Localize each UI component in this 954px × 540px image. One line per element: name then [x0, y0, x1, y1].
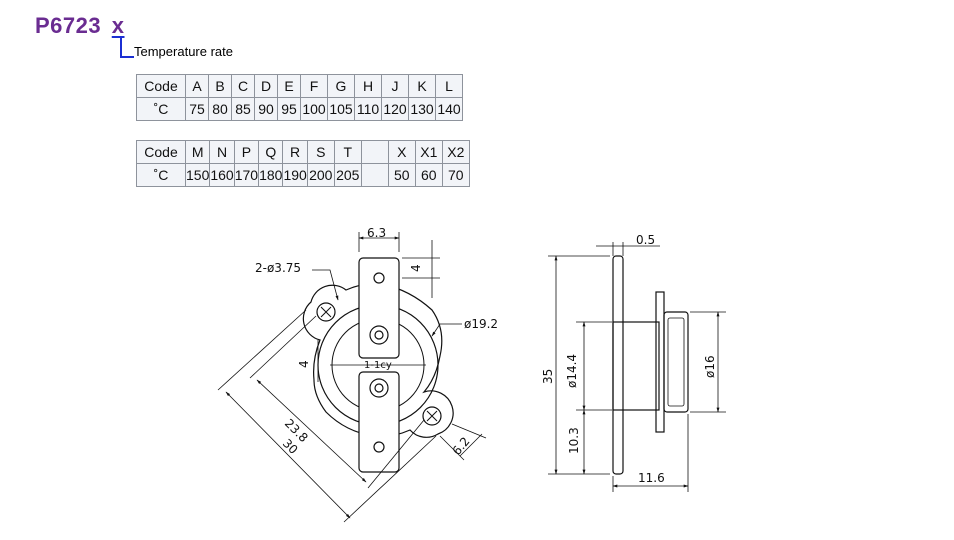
side-body	[612, 321, 660, 411]
row-label: Code	[136, 74, 186, 98]
code-cell: K	[408, 74, 436, 98]
code-cell: R	[282, 140, 308, 164]
temp-cell: 120	[381, 97, 409, 121]
temp-cell: 70	[441, 163, 470, 187]
temperature-code-table-2: Code M N P Q R S T X X1 X2 ˚C 150 160 17…	[136, 140, 470, 187]
temp-cell: 200	[306, 163, 335, 187]
temp-cell: 150	[184, 163, 211, 187]
temp-cell: 140	[435, 97, 463, 121]
dim-dome-dia: ø19.2	[464, 317, 498, 331]
terminal-bottom	[358, 371, 400, 473]
temp-row: ˚C 150 160 170 180 190 200 205 50 60 70	[136, 163, 470, 187]
side-view	[548, 242, 726, 492]
temp-cell: 75	[185, 97, 209, 121]
code-cell: L	[435, 74, 463, 98]
suffix-bracket	[120, 38, 134, 58]
temp-cell: 130	[408, 97, 436, 121]
mounting-hole-bottom	[422, 406, 442, 426]
code-cell: M	[184, 140, 211, 164]
dim-bottom: 10.3	[567, 427, 581, 454]
code-cell: J	[381, 74, 409, 98]
code-row: Code A B C D E F G H J K L	[136, 74, 463, 98]
dim-depth: 11.6	[638, 471, 665, 485]
dim-flange-width: 6.2	[450, 434, 473, 458]
dim-body-dia: ø14.4	[565, 354, 579, 388]
dim-hole-offset: 4	[409, 264, 423, 272]
temp-row: ˚C 75 80 85 90 95 100 105 110 120 130 14…	[136, 97, 463, 121]
row-label: ˚C	[136, 163, 186, 187]
temp-cell: 80	[208, 97, 232, 121]
dim-center-offset: 4	[297, 360, 311, 368]
mounting-hole-top	[316, 302, 336, 322]
temp-cell: 170	[233, 163, 260, 187]
temp-cell: 105	[327, 97, 355, 121]
dim-tab-width: 6.3	[367, 226, 386, 240]
code-row: Code M N P Q R S T X X1 X2	[136, 140, 470, 164]
front-view	[217, 232, 487, 523]
side-terminal-plate	[612, 255, 624, 475]
temp-cell: 180	[258, 163, 284, 187]
dim-cap-label: 1-1cy	[364, 360, 392, 371]
temp-cell: 160	[209, 163, 235, 187]
temp-cell: 50	[387, 163, 416, 187]
terminal-top	[358, 257, 400, 359]
temperature-rate-label: Temperature rate	[134, 44, 233, 59]
temp-cell: 190	[282, 163, 308, 187]
part-number: P6723	[35, 13, 102, 38]
dim-plate-thickness: 0.5	[636, 233, 655, 247]
temperature-code-table-1: Code A B C D E F G H J K L ˚C 75 80 85 9…	[136, 74, 463, 121]
code-cell: S	[306, 140, 335, 164]
dim-cap-dia: ø16	[703, 355, 717, 378]
row-label: ˚C	[136, 97, 186, 121]
dim-holes: 2-ø3.75	[255, 261, 301, 275]
code-cell: E	[277, 74, 301, 98]
side-flange	[655, 291, 665, 433]
code-cell: T	[333, 140, 362, 164]
side-cap	[663, 311, 689, 413]
part-number-title: P6723 x	[35, 13, 125, 39]
dim-height: 35	[541, 369, 555, 384]
temp-cell: 110	[354, 97, 382, 121]
part-suffix: x	[111, 13, 125, 38]
temp-cell: 85	[231, 97, 255, 121]
temp-cell: 100	[300, 97, 328, 121]
